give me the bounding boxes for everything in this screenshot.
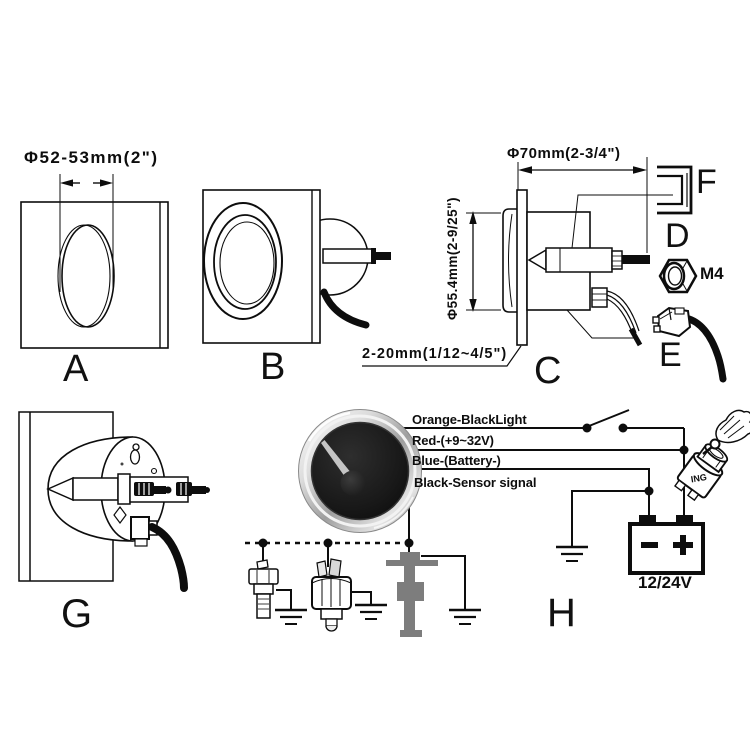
part-d-hex-nut <box>658 258 698 294</box>
dimension-hole-diameter: Φ52-53mm(2") <box>24 148 159 167</box>
battery-voltage-label: 12/24V <box>638 573 692 592</box>
label-h: H <box>547 591 576 635</box>
wire-label-battery-negative: Blue-(Battery-) <box>412 453 501 468</box>
dimension-gauge-width: Φ70mm(2-3/4") <box>507 145 621 162</box>
diagram-b-gauge-mounted <box>202 189 391 344</box>
wire-label-backlight: Orange-BlackLight <box>412 412 527 427</box>
rear-connector <box>591 287 643 347</box>
dimension-arrows-a <box>60 179 113 187</box>
ignition-switch: ING <box>674 409 750 502</box>
gauge-face-photo <box>298 409 422 533</box>
ignition-switch-label: ING <box>690 472 707 484</box>
label-m4: M4 <box>700 264 724 283</box>
threaded-studs <box>134 482 210 496</box>
battery <box>628 515 705 575</box>
label-f: F <box>696 163 717 201</box>
temperature-sender <box>248 543 292 619</box>
ground-symbol <box>556 545 588 562</box>
ground-symbol <box>355 603 387 620</box>
switch-blade <box>588 409 630 427</box>
label-d: D <box>665 217 690 255</box>
plus-terminal-symbol <box>673 535 693 555</box>
wire <box>148 523 188 592</box>
part-e-connector <box>652 306 727 383</box>
dimension-gauge-height: Φ55.4mm(2-9/25") <box>445 196 460 320</box>
wire <box>320 288 370 329</box>
sensor-pin <box>322 248 374 264</box>
label-a: A <box>63 348 89 390</box>
bezel-ring-outer <box>203 202 283 320</box>
hand-with-key-icon <box>702 409 750 455</box>
label-e: E <box>659 336 682 374</box>
label-c: C <box>534 350 562 392</box>
label-b: B <box>260 346 286 388</box>
needle-hub <box>340 470 366 496</box>
diagram-g-rear-view <box>18 411 210 592</box>
wire-label-sensor-signal: Black-Sensor signal <box>414 475 537 490</box>
ground-symbol <box>275 608 307 625</box>
minus-terminal-symbol <box>641 542 658 548</box>
label-g: G <box>61 592 93 636</box>
pressure-sender <box>311 543 372 632</box>
sensor-unit <box>527 247 650 273</box>
part-f-bracket <box>657 165 693 215</box>
diagram-c-side-view <box>362 157 673 367</box>
dimension-panel-thickness: 2-20mm(1/12~4/5") <box>362 346 508 362</box>
wire-label-power: Red-(+9~32V) <box>412 433 494 448</box>
diagram-a-panel-cutout <box>20 174 169 349</box>
fuel-level-sender <box>386 543 466 637</box>
ground-symbol <box>449 608 481 625</box>
